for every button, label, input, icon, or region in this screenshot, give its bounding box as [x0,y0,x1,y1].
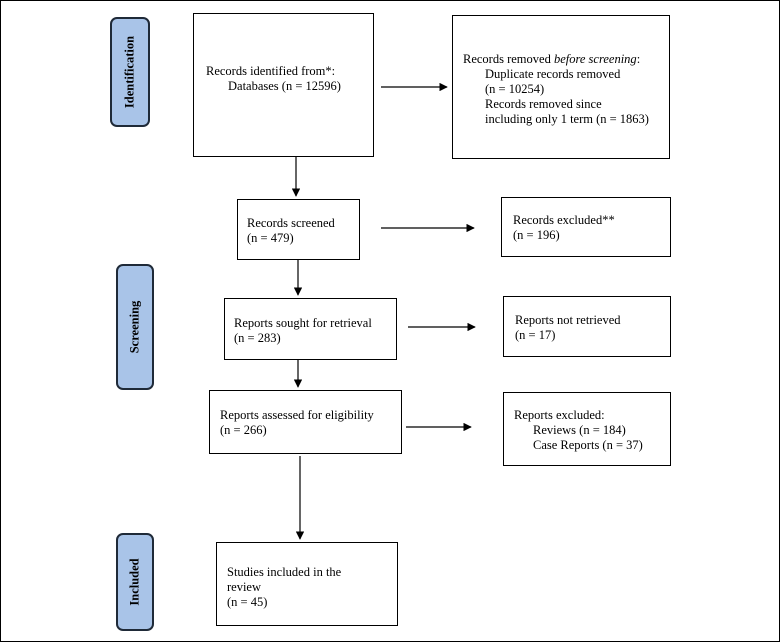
duplicate-records-count: (n = 10254) [485,82,545,96]
phase-screening: Screening [116,264,154,390]
records-removed-suffix: : [636,52,641,66]
records-screened-box: Records screened (n = 479) [237,199,360,260]
reports-assessed-box: Reports assessed for eligibility (n = 26… [209,390,402,454]
duplicate-records-label: Duplicate records removed [485,67,621,81]
reports-not-retrieved-box: Reports not retrieved (n = 17) [503,296,671,357]
reports-sought-box: Reports sought for retrieval (n = 283) [224,298,397,360]
records-removed-since: Records removed since [485,97,602,111]
records-identified-text: Records identified from*: [206,64,336,78]
records-removed-box: Records removed before screening: Duplic… [452,15,670,159]
records-removed-term-count: including only 1 term (n = 1863) [485,112,649,126]
studies-included-box: Studies included in the review (n = 45) [216,542,398,626]
records-removed-italic: before screening [553,52,637,66]
phase-identification: Identification [110,17,150,127]
reports-sought-label: Reports sought for retrieval [234,316,372,330]
reports-excluded-label: Reports excluded: [514,408,605,422]
records-excluded-label: Records excluded** [513,213,615,227]
records-removed-prefix: Records removed [463,52,554,66]
records-removed-heading: Records removed before screening: [463,52,669,67]
reports-assessed-label: Reports assessed for eligibility [220,408,374,422]
records-excluded-box: Records excluded** (n = 196) [501,197,671,257]
records-screened-label: Records screened [247,216,335,230]
reports-not-retrieved-count: (n = 17) [515,328,556,342]
reports-not-retrieved-label: Reports not retrieved [515,313,621,327]
case-reports-count: Case Reports (n = 37) [533,438,643,452]
reports-assessed-count: (n = 266) [220,423,267,437]
reports-sought-count: (n = 283) [234,331,281,345]
reports-excluded-box: Reports excluded: Reviews (n = 184) Case… [503,392,671,466]
studies-included-label: Studies included in the [227,565,342,579]
records-identified-box: Records identified from*: Databases (n =… [193,13,374,157]
studies-included-count: (n = 45) [227,595,268,609]
phase-included: Included [116,533,154,631]
studies-included-review: review [227,580,262,594]
databases-count: Databases (n = 12596) [228,79,341,93]
records-excluded-count: (n = 196) [513,228,560,242]
reviews-count: Reviews (n = 184) [533,423,626,437]
records-screened-count: (n = 479) [247,231,294,245]
